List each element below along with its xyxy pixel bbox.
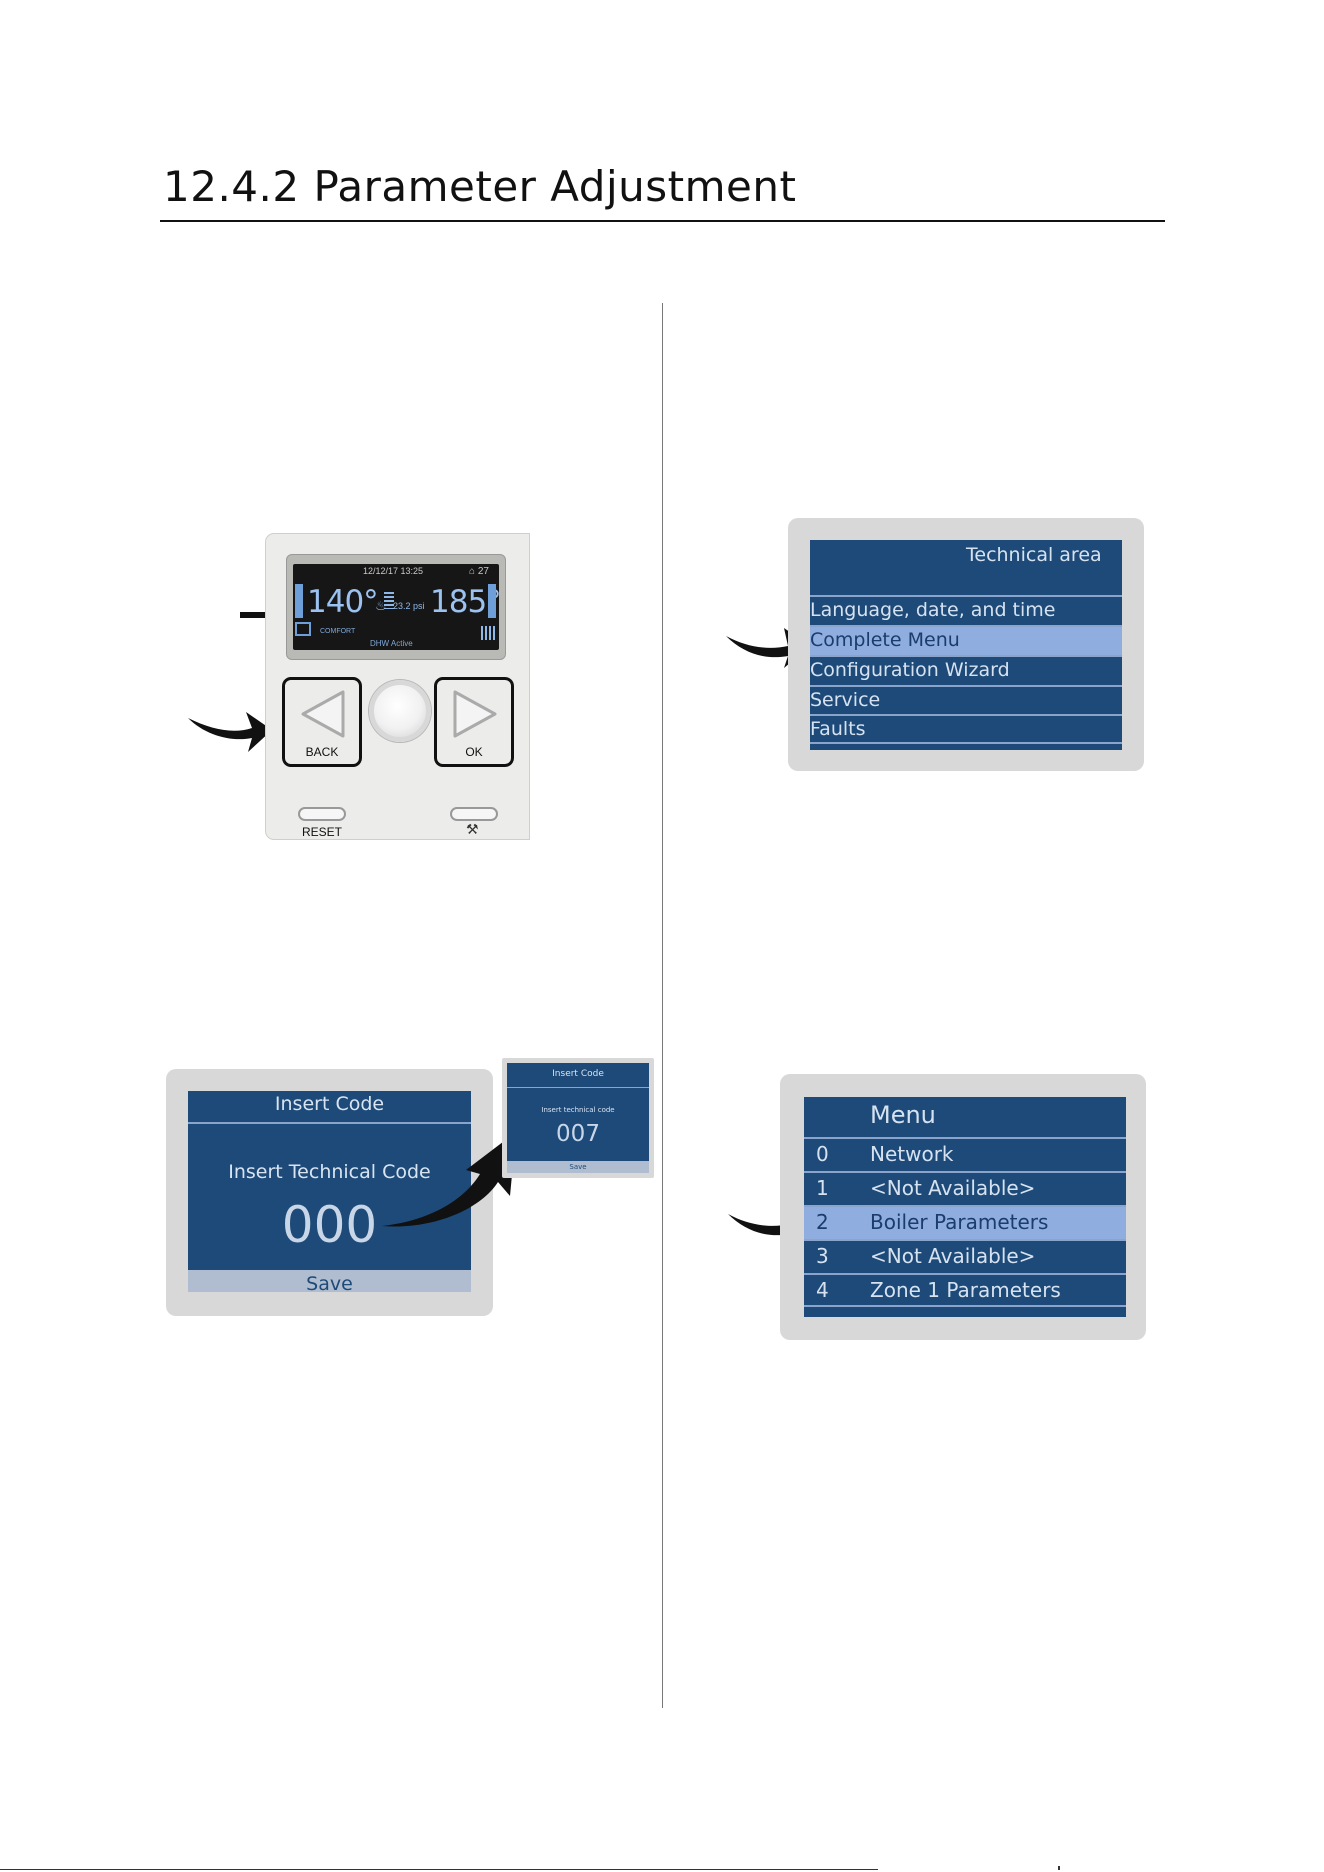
lcd-mode: COMFORT (320, 628, 356, 635)
flame-icon: ♨ (375, 598, 387, 613)
technical-area-title: Technical area (966, 544, 1102, 566)
column-divider (662, 303, 663, 1708)
technical-area-display: Technical area Language, date, and time … (810, 540, 1122, 750)
pressure-gauge-icon (384, 592, 394, 609)
complete-menu-screen: Menu 0 Network 1 <Not Available> 2 Boile… (780, 1074, 1146, 1340)
lcd-pressure: 23.2 psi (393, 601, 425, 611)
menu-item-not-available-1[interactable]: 1 <Not Available> (804, 1171, 1126, 1205)
menu-item-number: 0 (816, 1142, 829, 1166)
menu-item-network[interactable]: 0 Network (804, 1137, 1126, 1171)
menu-item-label: Zone 1 Parameters (870, 1278, 1061, 1302)
menu-item-zone-1-parameters[interactable]: 4 Zone 1 Parameters (804, 1273, 1126, 1307)
menu-item-language[interactable]: Language, date, and time (810, 595, 1122, 625)
code-result-value: 007 (556, 1121, 600, 1147)
heading-rule (160, 220, 1165, 222)
menu-item-label: Configuration Wizard (810, 659, 1010, 681)
menu-item-label: Service (810, 689, 881, 711)
menu-item-label: Language, date, and time (810, 599, 1056, 621)
lcd-level-bar-right (488, 584, 496, 618)
code-value[interactable]: 000 (281, 1196, 378, 1254)
menu-item-not-available-3[interactable]: 3 <Not Available> (804, 1239, 1126, 1273)
technical-area-screen: Technical area Language, date, and time … (788, 518, 1144, 771)
menu-item-boiler-parameters[interactable]: 2 Boiler Parameters (804, 1205, 1126, 1239)
insert-code-result-display: Insert Code Insert technical code 007 Sa… (507, 1063, 649, 1173)
menu-title: Menu (870, 1101, 936, 1129)
menu-item-number: 4 (816, 1278, 829, 1302)
save-button[interactable]: Save (188, 1270, 471, 1292)
control-knob[interactable] (369, 680, 431, 742)
pointer-arrow-code-icon (382, 1132, 516, 1227)
home-icon: ⌂ (469, 566, 476, 577)
menu-item-service[interactable]: Service (810, 685, 1122, 715)
lcd-status: DHW Active (370, 639, 413, 648)
radiator-icon (295, 622, 311, 636)
menu-item-label: Faults (810, 718, 866, 740)
back-button-label: BACK (305, 745, 339, 759)
lcd-datetime: 12/12/17 13:25 (363, 566, 424, 576)
insert-code-header: Insert Code (188, 1091, 471, 1124)
menu-item-complete-menu[interactable]: Complete Menu (810, 625, 1122, 655)
insert-code-subtitle: Insert Technical Code (228, 1161, 431, 1183)
lcd-level-bar-left (295, 584, 303, 618)
footer-rule (0, 1869, 878, 1870)
menu-item-number: 1 (816, 1176, 829, 1200)
lcd-display: 12/12/17 13:25 ⌂ 27 140° ♨ 23.2 psi 185°… (293, 564, 499, 650)
tool-icon: ⚒ (466, 821, 479, 837)
menu-item-number: 3 (816, 1244, 829, 1268)
lcd-temp-left: 140° (307, 584, 379, 620)
menu-item-label: Boiler Parameters (870, 1210, 1049, 1234)
menu-item-label: <Not Available> (870, 1244, 1036, 1268)
menu-item-configuration-wizard[interactable]: Configuration Wizard (810, 655, 1122, 685)
insert-code-result-screen: Insert Code Insert technical code 007 Sa… (502, 1058, 654, 1178)
reset-label: RESET (302, 825, 343, 839)
footer-tick (1058, 1866, 1060, 1870)
menu-item-faults[interactable]: Faults (810, 714, 1122, 744)
menu-item-label: Complete Menu (810, 629, 960, 651)
insert-code-screen: Insert Code Insert Technical Code 000 Sa… (166, 1069, 493, 1316)
arrow-left-icon (301, 690, 345, 738)
service-button[interactable] (450, 807, 498, 821)
reset-button[interactable] (298, 807, 346, 821)
lcd-indicator-value: 27 (477, 566, 489, 577)
insert-code-result-subtitle: Insert technical code (541, 1106, 615, 1114)
menu-item-number: 2 (816, 1210, 829, 1234)
pointer-arrow-back-icon (188, 712, 272, 752)
insert-code-display: Insert Code Insert Technical Code 000 Sa… (188, 1091, 471, 1292)
page-heading: 12.4.2 Parameter Adjustment (163, 162, 797, 211)
ok-button-label: OK (465, 745, 483, 759)
menu-item-label: <Not Available> (870, 1176, 1036, 1200)
control-panel: 12/12/17 13:25 ⌂ 27 140° ♨ 23.2 psi 185°… (265, 533, 530, 840)
lcd-temp-right: 185° (430, 584, 499, 620)
save-result-button[interactable]: Save (507, 1161, 649, 1173)
arrow-right-icon (453, 690, 497, 738)
menu-item-label: Network (870, 1142, 954, 1166)
ok-button[interactable]: OK (434, 677, 514, 767)
complete-menu-display: Menu 0 Network 1 <Not Available> 2 Boile… (804, 1097, 1126, 1317)
lcd-frame: 12/12/17 13:25 ⌂ 27 140° ♨ 23.2 psi 185°… (286, 554, 506, 660)
lcd-right-indicator: ⌂ 27 (469, 566, 489, 577)
back-button[interactable]: BACK (282, 677, 362, 767)
signal-bars-icon (481, 626, 495, 640)
insert-code-result-header: Insert Code (507, 1063, 649, 1088)
